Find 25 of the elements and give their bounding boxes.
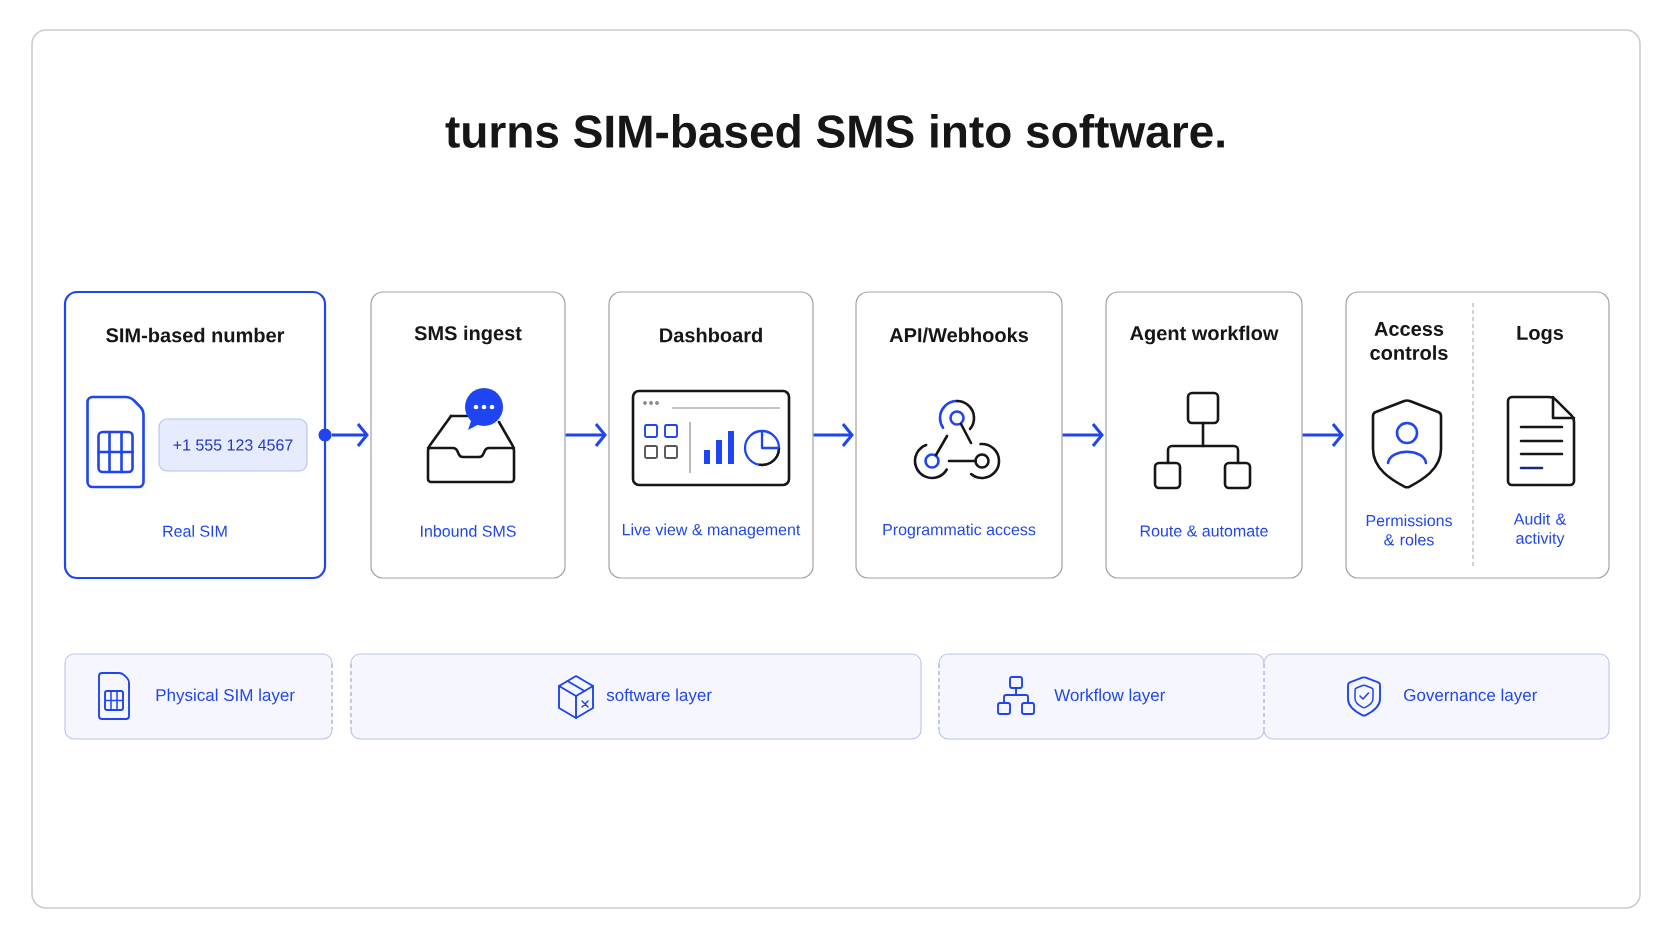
step-caption: Inbound SMS <box>421 525 516 537</box>
step-caption: Real SIM <box>163 525 227 537</box>
layer-band: Physical SIM layer <box>64 653 334 740</box>
layer-band: Workflow layer <box>937 653 1266 740</box>
step-title: SIM-based number <box>106 327 285 343</box>
title: turns SIM-based SMS into software. <box>445 114 1224 148</box>
layer-band: software layer <box>349 653 922 740</box>
step-title: Dashboard <box>660 327 762 343</box>
step-caption: Permissions & roles <box>1366 514 1452 546</box>
arrow <box>1302 423 1344 447</box>
layer-band: Governance layer <box>1262 653 1610 740</box>
step-title: Agent workflow <box>1130 325 1279 345</box>
phone-number-chip: +1 555 123 4567 <box>158 418 308 472</box>
step-caption: Programmatic access <box>883 523 1036 539</box>
arrow <box>813 423 854 447</box>
step-title: Logs <box>1517 326 1564 344</box>
step-caption: Audit & activity <box>1513 512 1566 548</box>
step-title: Access controls <box>1370 322 1448 360</box>
step-title: API/Webhooks <box>889 327 1029 343</box>
step-title: SMS ingest <box>414 325 522 345</box>
arrow <box>565 423 607 447</box>
step-caption: Live view & management <box>622 523 801 539</box>
arrow <box>1062 423 1104 447</box>
step-caption: Route & automate <box>1140 525 1268 537</box>
arrow <box>331 423 369 447</box>
